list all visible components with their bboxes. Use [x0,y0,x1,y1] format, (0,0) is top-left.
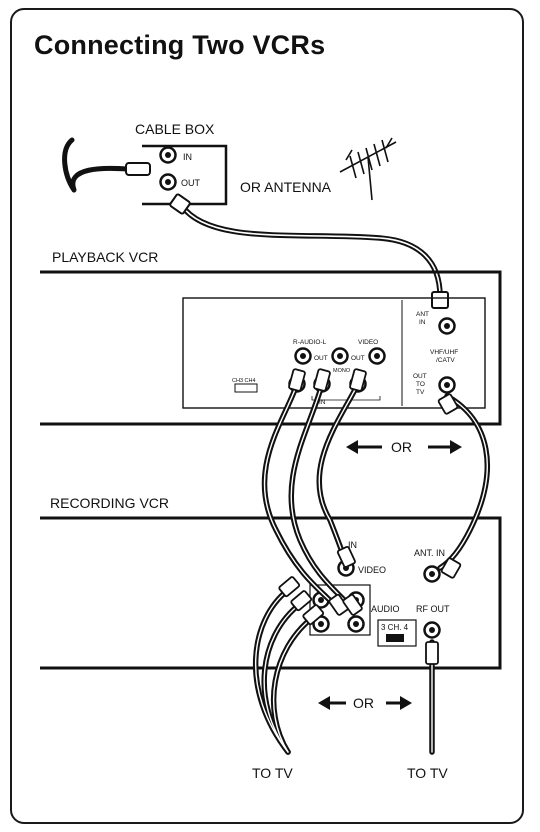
playback-video-label: VIDEO [358,339,378,346]
or-label-lower: OR [353,695,374,711]
cable-box-in-label: IN [183,152,192,162]
recording-rf-out-label: RF OUT [416,604,450,614]
playback-vcr-label: PLAYBACK VCR [52,249,158,265]
playback-out-label: OUT [314,355,328,362]
or-arrow-upper [346,440,462,454]
cable-box-label: CABLE BOX [135,121,215,137]
cable-connector [169,193,191,215]
playback-out-to-tv-label-2: TO [416,381,425,388]
av-cables [252,381,491,755]
recording-ant-in-label: ANT. IN [414,548,445,558]
playback-mono-label: MONO [333,368,351,374]
playback-ant-in-jack [438,317,456,335]
playback-out-to-tv-jack [438,376,456,394]
recording-audio-l2-jack [347,615,365,633]
diagram-frame [10,8,524,824]
recording-in-label: IN [348,540,357,550]
playback-video-out-jack [368,347,386,365]
incoming-cable-connector [125,162,151,176]
cable-connector [431,291,449,309]
recording-rf-out-jack [423,621,441,639]
playback-audio-out-l-jack [331,347,349,365]
playback-ant-label: ANT [416,311,429,318]
recording-audio-label: AUDIO [371,604,400,614]
cable-box-out-label: OUT [181,178,201,188]
page-title: Connecting Two VCRs [34,30,326,60]
recording-channel-label: 3 CH. 4 [381,623,409,632]
cable-box-to-playback-cable [179,203,443,299]
playback-audio-label: R-AUDIO-L [293,339,327,346]
recording-channel-slider [386,634,404,642]
cable-plugs [278,368,462,665]
playback-out-to-tv-label-1: OUT [413,373,427,380]
cable-box-in-jack [159,146,177,164]
or-label-upper: OR [391,439,412,455]
recording-ant-in-jack [423,565,441,583]
antenna-icon [339,137,397,201]
playback-channel-switch [234,383,258,393]
playback-back-panel [182,297,486,409]
to-tv-left-label: TO TV [252,765,293,781]
recording-vcr-label: RECORDING VCR [50,495,169,511]
playback-in-label-2: IN [419,319,426,326]
recording-video-label: VIDEO [358,565,386,575]
playback-vcr [40,270,502,426]
playback-channel-label: CH3 CH4 [232,378,256,384]
to-tv-right-label: TO TV [407,765,448,781]
playback-catv-label: /CATV [436,357,455,364]
playback-out-label-2: OUT [351,355,365,362]
or-arrow-lower [318,696,412,710]
or-antenna-label: OR ANTENNA [240,179,332,195]
playback-in-label: IN [319,399,326,406]
cable-box-out-jack [159,173,177,191]
playback-vhf-label: VHF/UHF [430,349,458,356]
playback-audio-out-r-jack [294,347,312,365]
playback-out-to-tv-label-3: TV [416,389,425,396]
